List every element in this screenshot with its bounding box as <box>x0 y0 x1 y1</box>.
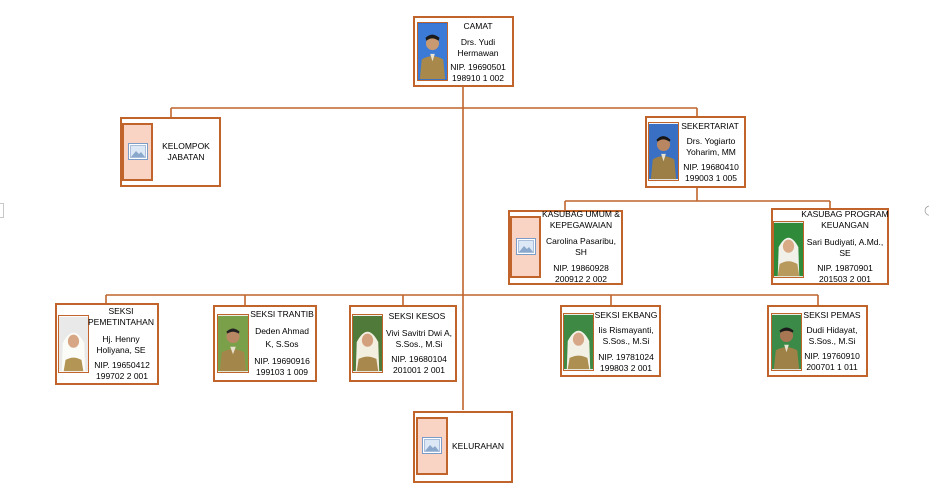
camat-title: CAMAT <box>463 21 493 31</box>
person-photo <box>563 313 594 371</box>
seksi-kesos-nip-line2: 201001 2 001 <box>393 365 445 375</box>
sekertariat-nip-line1: NIP. 19680410 <box>683 162 739 172</box>
kasubag-umum-nip-line1: NIP. 19860928 <box>553 263 609 273</box>
seksi-pemetintahan-nip-line1: NIP. 19650412 <box>94 360 150 370</box>
kasubag-program-nip-line2: 201503 2 001 <box>819 274 871 284</box>
left-edge-handle <box>0 203 4 218</box>
kasubag-program-title-line1: KASUBAG PROGRAM <box>801 209 889 219</box>
seksi-trantib-name-line2: K, S.Sos <box>265 339 299 349</box>
seksi-kesos-title: SEKSI KESOS <box>388 311 446 321</box>
seksi-trantib-nip-line2: 199103 1 009 <box>256 367 308 377</box>
seksi-kesos-name-line1: Vivi Savitri Dwi A, <box>386 328 452 338</box>
kelurahan-label: KELURAHAN <box>452 441 504 451</box>
seksi-ekbang-nip-line2: 199803 2 001 <box>600 363 652 373</box>
camat-nip-line2: 198910 1 002 <box>452 73 504 83</box>
seksi-pemetintahan-title-line2: PEMETINTAHAN <box>88 317 154 327</box>
seksi-pemetintahan-nip-line2: 199702 2 001 <box>96 371 148 381</box>
kasubag-umum-title-line2: KEPEGAWAIAN <box>549 220 613 230</box>
kasubag-program-name-line1: Sari Budiyati, A.Md., <box>806 237 884 247</box>
person-photo <box>217 314 249 373</box>
kasubag-umum-nip-line2: 200912 2 002 <box>555 274 607 284</box>
seksi-ekbang-title: SEKSI EKBANG <box>594 310 658 320</box>
seksi-pemetintahan-name-line2: Holiyana, SE <box>96 345 146 355</box>
seksi-pemas-name-line2: S.Sos., M.Si <box>808 336 856 346</box>
camat-name-line2: Hermawan <box>457 48 499 58</box>
person-photo <box>648 122 679 181</box>
seksi-trantib-name-line1: Deden Ahmad <box>255 326 309 336</box>
person-photo <box>58 315 89 373</box>
seksi-pemas-title: SEKSI PEMAS <box>803 310 861 320</box>
kasubag-program-name-line2: SE <box>839 248 851 258</box>
seksi-kesos-nip-line1: NIP. 19680104 <box>391 354 447 364</box>
kasubag-umum-name-line2: SH <box>575 247 587 257</box>
seksi-pemetintahan-title-line1: SEKSI <box>108 306 134 316</box>
image-placeholder-icon <box>127 143 148 160</box>
person-photo <box>771 313 802 371</box>
sekertariat-name-line1: Drs. Yogiarto <box>686 136 736 146</box>
seksi-kesos-name-line2: S.Sos., M.Si <box>395 339 443 349</box>
kelompok-line1: KELOMPOK <box>162 141 210 151</box>
person-photo <box>773 221 804 278</box>
seksi-pemetintahan-name-line1: Hj. Henny <box>102 334 140 344</box>
camat-name-line1: Drs. Yudi <box>460 37 496 47</box>
right-edge-handle: ○ <box>924 203 929 218</box>
kasubag-umum-title-line1: KASUBAG UMUM & <box>542 209 620 219</box>
image-placeholder <box>416 417 448 475</box>
seksi-pemas-nip-line2: 200701 1 011 <box>806 362 858 372</box>
seksi-ekbang-name-line1: Iis Rismayanti, <box>598 325 654 335</box>
camat-nip-line1: NIP. 19690501 <box>450 62 506 72</box>
seksi-ekbang-name-line2: S.Sos., M.Si <box>602 336 650 346</box>
seksi-ekbang-nip-line1: NIP. 19781024 <box>598 352 654 362</box>
person-photo <box>352 314 383 373</box>
kasubag-program-nip-line1: NIP. 19870901 <box>817 263 873 273</box>
seksi-pemas-nip-line1: NIP. 19760910 <box>804 351 860 361</box>
sekertariat-nip-line2: 199003 1 005 <box>685 173 737 183</box>
image-placeholder-icon <box>422 437 442 454</box>
kasubag-program-title-line2: KEUANGAN <box>821 220 869 230</box>
sekertariat-name-line2: Yoharim, MM <box>686 147 736 157</box>
image-placeholder-icon <box>515 238 536 255</box>
sekertariat-title: SEKERTARIAT <box>681 121 739 131</box>
image-placeholder <box>510 216 541 278</box>
kasubag-umum-name-line1: Carolina Pasaribu, <box>546 236 616 246</box>
seksi-trantib-nip-line1: NIP. 19690916 <box>254 356 310 366</box>
person-photo <box>417 22 448 81</box>
kelompok-line2: JABATAN <box>167 152 205 162</box>
image-placeholder <box>122 123 153 181</box>
seksi-pemas-name-line1: Dudi Hidayat, <box>806 325 858 335</box>
seksi-trantib-title: SEKSI TRANTIB <box>250 309 314 319</box>
